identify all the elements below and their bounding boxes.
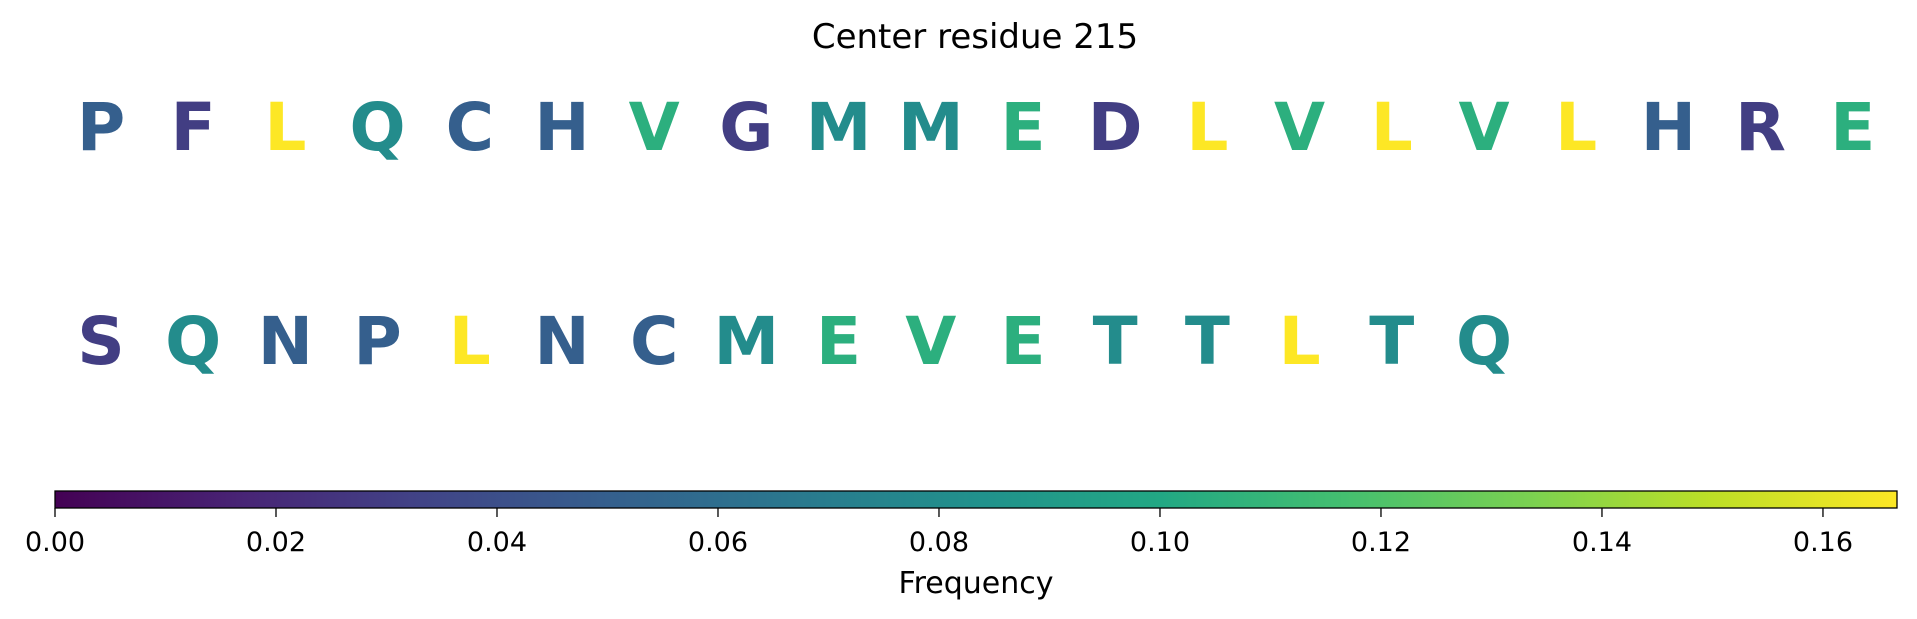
residue-letter: D — [1088, 89, 1143, 166]
residue-letter: Q — [1456, 303, 1512, 380]
chart-title: Center residue 215 — [812, 17, 1138, 57]
colorbar: 0.00 0.02 0.04 0.06 0.08 0.10 0.12 0.14 0.16 Fre… — [25, 490, 1898, 601]
residue-letter: L — [449, 303, 491, 380]
residue-letter: Q — [350, 89, 406, 166]
residue-letter: N — [534, 303, 589, 380]
residue-letter: L — [1371, 89, 1413, 166]
colorbar-tick-label: 0.00 — [25, 527, 85, 558]
colorbar-tick-label: 0.10 — [1130, 527, 1190, 558]
colorbar-label: Frequency — [899, 566, 1054, 601]
colorbar-tick-label: 0.04 — [467, 527, 527, 558]
residue-letter: E — [816, 303, 861, 380]
residue-letter: T — [1185, 303, 1230, 380]
residue-letter: L — [264, 89, 306, 166]
residue-letter: P — [77, 89, 125, 166]
colorbar-tick-label: 0.16 — [1793, 527, 1853, 558]
residue-letter: G — [719, 89, 773, 166]
residue-letter: Q — [165, 303, 221, 380]
residue-letter: L — [1555, 89, 1597, 166]
residue-letter: C — [446, 89, 494, 166]
residue-letter: H — [534, 89, 589, 166]
residue-letter: E — [1000, 89, 1045, 166]
residue-letter: V — [905, 303, 956, 380]
residue-letter: R — [1735, 89, 1786, 166]
residue-letter: L — [1279, 303, 1321, 380]
residue-letter: N — [258, 303, 313, 380]
colorbar-tick-label: 0.14 — [1572, 527, 1632, 558]
residue-letter: T — [1369, 303, 1414, 380]
residue-letter: H — [1641, 89, 1696, 166]
residue-letter: M — [714, 303, 780, 380]
residue-letter: E — [1830, 89, 1875, 166]
residue-letter: M — [806, 89, 872, 166]
colorbar-tick-label: 0.02 — [246, 527, 306, 558]
colorbar-tick-label: 0.08 — [909, 527, 969, 558]
residue-letter: T — [1093, 303, 1138, 380]
residue-letter: V — [1274, 89, 1325, 166]
colorbar-ticks: 0.00 0.02 0.04 0.06 0.08 0.10 0.12 0.14 0.16 — [25, 508, 1853, 558]
residue-letter: F — [171, 89, 216, 166]
residue-letter: L — [1186, 89, 1228, 166]
residue-letter: S — [77, 303, 125, 380]
residue-letter: E — [1000, 303, 1045, 380]
colorbar-gradient — [54, 490, 1898, 509]
colorbar-tick-label: 0.06 — [688, 527, 748, 558]
residue-letter: V — [1458, 89, 1509, 166]
residue-letter: V — [629, 89, 680, 166]
residue-letter: M — [898, 89, 964, 166]
residue-letter: C — [630, 303, 678, 380]
residue-letter: P — [353, 303, 401, 380]
colorbar-tick-label: 0.12 — [1351, 527, 1411, 558]
